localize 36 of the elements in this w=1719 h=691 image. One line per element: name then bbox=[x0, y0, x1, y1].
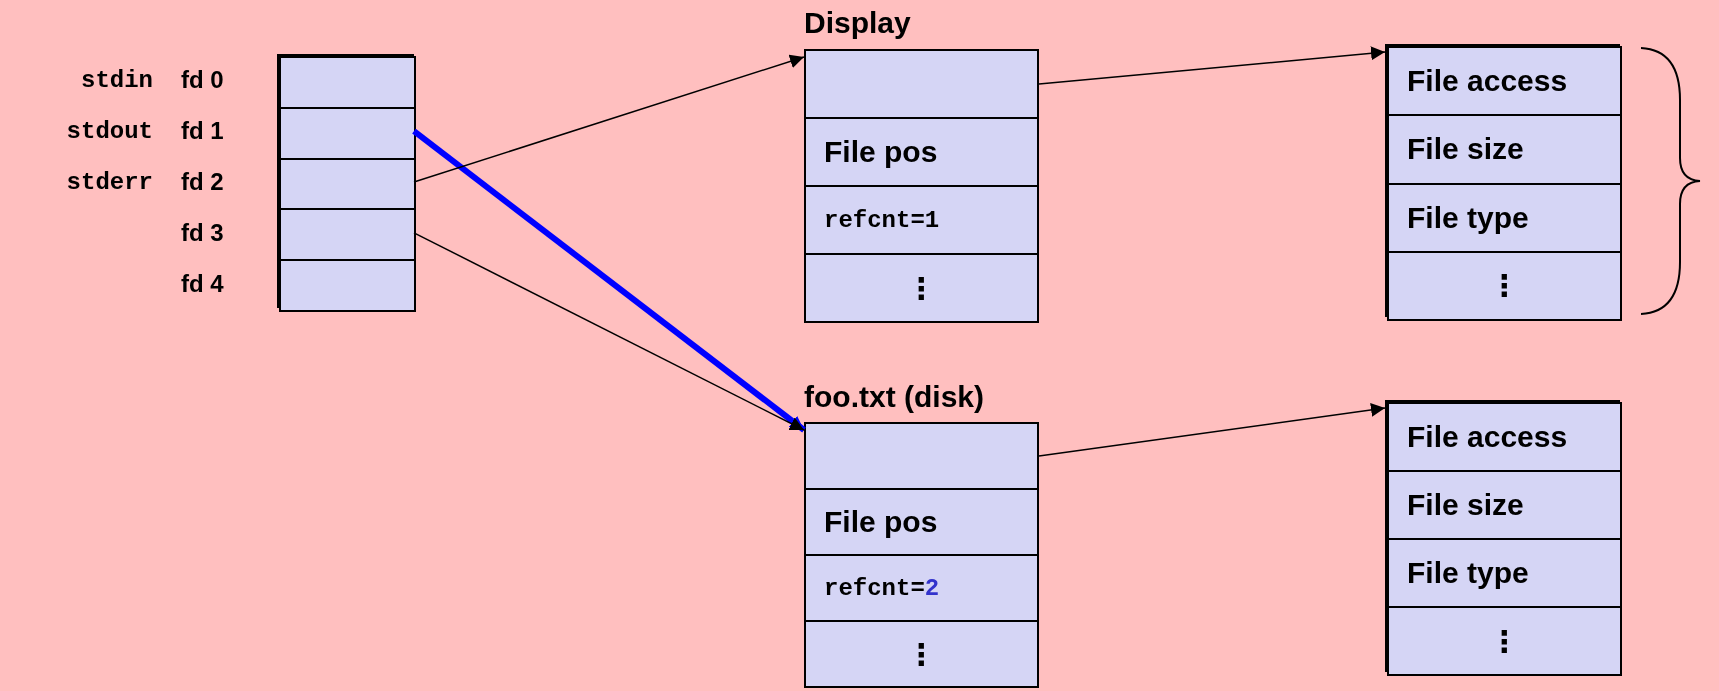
table-title: Display bbox=[804, 6, 911, 40]
table-cell: ⋮ bbox=[1387, 250, 1622, 321]
descriptor-label: fd 1 bbox=[181, 117, 224, 146]
pointer-cell bbox=[279, 56, 416, 109]
descriptor-label: fd 2 bbox=[181, 168, 224, 196]
descriptor-label: fd 0 bbox=[181, 66, 224, 95]
arrow bbox=[1038, 46, 1386, 85]
arrow bbox=[412, 128, 806, 433]
table-cell: refcnt=1 bbox=[804, 185, 1039, 255]
table-cell: ⋮ bbox=[804, 253, 1039, 323]
pointer-cell bbox=[279, 157, 416, 211]
stream-label: stderr bbox=[66, 168, 153, 196]
pointer-cell bbox=[804, 422, 1039, 490]
table-cell: refcnt=2 bbox=[804, 554, 1039, 622]
descriptor-label: fd 3 bbox=[181, 218, 224, 247]
pointer-cell bbox=[804, 49, 1039, 119]
table-cell: File access bbox=[1387, 46, 1622, 117]
table-cell: ⋮ bbox=[804, 620, 1039, 688]
stream-label: stdin bbox=[81, 66, 153, 94]
table-cell: File type bbox=[1387, 538, 1622, 608]
table-cell: File pos bbox=[804, 488, 1039, 556]
table-cell: File pos bbox=[804, 117, 1039, 187]
arrow bbox=[413, 232, 805, 431]
descriptor-label: fd 4 bbox=[181, 269, 224, 298]
stream-label: stdout bbox=[66, 117, 153, 145]
pointer-cell bbox=[279, 106, 416, 160]
table-title: foo.txt (disk) bbox=[804, 380, 984, 414]
table-cell: File type bbox=[1387, 182, 1622, 253]
table-cell: ⋮ bbox=[1387, 606, 1622, 676]
pointer-cell bbox=[279, 208, 416, 262]
table-cell: File size bbox=[1387, 470, 1622, 540]
pointer-cell bbox=[279, 259, 416, 312]
table-cell: File access bbox=[1387, 402, 1622, 472]
arrow bbox=[413, 54, 805, 183]
arrow bbox=[1038, 403, 1386, 457]
table-cell: File size bbox=[1387, 114, 1622, 185]
